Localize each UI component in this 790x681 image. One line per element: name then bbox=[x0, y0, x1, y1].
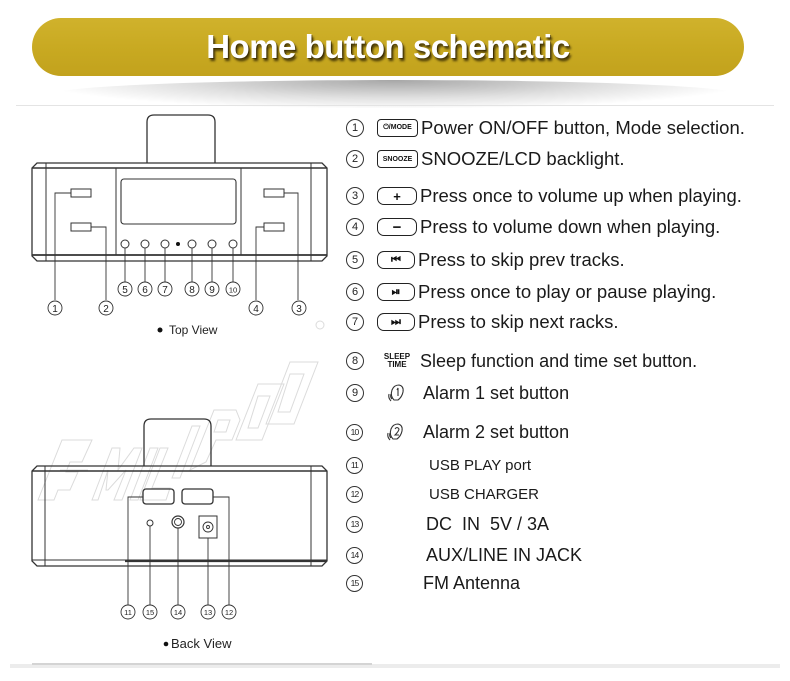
callout-9: 9 bbox=[209, 285, 215, 296]
button-legend: 1 ⏻/MODE Power ON/OFF button, Mode selec… bbox=[346, 0, 790, 676]
item-description: FM Antenna bbox=[423, 572, 521, 593]
item-number: 15 bbox=[346, 574, 363, 592]
footer-divider-accent bbox=[32, 663, 372, 665]
device-diagram: 1 2 4 3 5 6 7 8 9 10 bbox=[0, 0, 340, 676]
callout-5: 5 bbox=[122, 285, 128, 296]
legend-item-9: 9 Alarm 1 set button bbox=[346, 381, 569, 405]
legend-item-7: 7 ⏭ Press to skip next racks. bbox=[346, 310, 618, 334]
item-description: AUX/LINE IN JACK bbox=[426, 544, 583, 565]
legend-item-8: 8 SLEEP TIME Sleep function and time set… bbox=[346, 349, 697, 373]
item-description: Press to skip prev tracks. bbox=[418, 249, 625, 270]
skip-previous-icon: ⏮ bbox=[377, 251, 415, 269]
footer-divider bbox=[10, 664, 780, 668]
callout-13: 13 bbox=[204, 608, 212, 617]
item-number: 7 bbox=[346, 313, 364, 331]
callout-7: 7 bbox=[162, 285, 168, 296]
item-description: DC IN 5V / 3A bbox=[426, 513, 550, 534]
callout-3: 3 bbox=[296, 304, 302, 315]
legend-item-13: 13 DC IN 5V / 3A bbox=[346, 512, 549, 536]
sleep-time-icon: SLEEP TIME bbox=[377, 353, 417, 369]
power-mode-icon: ⏻/MODE bbox=[377, 119, 418, 137]
item-number: 10 bbox=[346, 423, 363, 441]
callout-10: 10 bbox=[229, 286, 237, 295]
alarm-1-icon bbox=[382, 382, 412, 404]
top-view-drawing bbox=[31, 114, 328, 300]
callout-11: 11 bbox=[124, 608, 132, 617]
legend-item-12: 12 USB CHARGER bbox=[346, 482, 539, 506]
item-number: 2 bbox=[346, 150, 364, 168]
snooze-icon: SNOOZE bbox=[377, 150, 418, 168]
legend-item-5: 5 ⏮ Press to skip prev tracks. bbox=[346, 248, 625, 272]
divider bbox=[16, 105, 774, 106]
item-description: Power ON/OFF button, Mode selection. bbox=[421, 117, 745, 138]
back-view-drawing bbox=[31, 418, 328, 605]
minus-icon: − bbox=[377, 218, 417, 236]
legend-item-10: 10 Alarm 2 set button bbox=[346, 420, 569, 444]
item-number: 9 bbox=[346, 384, 364, 402]
back-view-label: Back View bbox=[171, 636, 232, 651]
top-view-label: Top View bbox=[169, 323, 218, 337]
item-description: Sleep function and time set button. bbox=[420, 350, 698, 371]
callout-12: 12 bbox=[225, 608, 233, 617]
item-number: 6 bbox=[346, 283, 364, 301]
item-number: 4 bbox=[346, 218, 364, 236]
item-description: Press to volume down when playing. bbox=[420, 216, 721, 237]
sleep-label: SLEEP bbox=[383, 352, 411, 361]
item-description: Press once to play or pause playing. bbox=[418, 281, 717, 302]
item-number: 8 bbox=[346, 352, 364, 370]
item-number: 11 bbox=[346, 456, 363, 474]
legend-item-1: 1 ⏻/MODE Power ON/OFF button, Mode selec… bbox=[346, 116, 745, 140]
legend-item-4: 4 − Press to volume down when playing. bbox=[346, 215, 720, 239]
item-description: Alarm 1 set button bbox=[423, 382, 570, 403]
device-schematic-drawing: 1 2 4 3 5 6 7 8 9 10 bbox=[31, 114, 328, 647]
item-number: 1 bbox=[346, 119, 364, 137]
legend-item-2: 2 SNOOZE SNOOZE/LCD backlight. bbox=[346, 147, 625, 171]
time-label: TIME bbox=[387, 360, 407, 369]
callout-4: 4 bbox=[253, 304, 259, 315]
callout-8: 8 bbox=[189, 285, 195, 296]
legend-item-3: 3 + Press once to volume up when playing… bbox=[346, 184, 742, 208]
plus-icon: + bbox=[377, 187, 417, 205]
page-title: Home button schematic bbox=[206, 28, 570, 65]
item-description: Press once to volume up when playing. bbox=[420, 185, 742, 206]
item-number: 14 bbox=[346, 546, 363, 564]
top-view-callouts: 1 2 4 3 5 6 7 8 9 10 bbox=[47, 281, 307, 316]
item-description: USB PLAY port bbox=[429, 456, 531, 474]
back-view-callouts: 11 15 14 13 12 bbox=[120, 604, 237, 620]
title-banner: Home button schematic bbox=[32, 18, 744, 76]
callout-15: 15 bbox=[146, 608, 154, 617]
item-description: Press to skip next racks. bbox=[418, 311, 619, 332]
callout-1: 1 bbox=[52, 304, 58, 315]
item-number: 3 bbox=[346, 187, 364, 205]
play-pause-icon: ⏯ bbox=[377, 283, 415, 301]
banner-shadow bbox=[55, 80, 735, 108]
legend-item-14: 14 AUX/LINE IN JACK bbox=[346, 543, 582, 567]
item-number: 5 bbox=[346, 251, 364, 269]
item-description: USB CHARGER bbox=[429, 485, 540, 503]
item-number: 13 bbox=[346, 515, 363, 533]
callout-2: 2 bbox=[103, 304, 109, 315]
legend-item-11: 11 USB PLAY port bbox=[346, 453, 531, 477]
item-number: 12 bbox=[346, 485, 363, 503]
item-description: SNOOZE/LCD backlight. bbox=[421, 148, 625, 169]
watermark-logo bbox=[37, 320, 325, 501]
item-description: Alarm 2 set button bbox=[423, 421, 570, 442]
legend-item-15: 15 FM Antenna bbox=[346, 571, 520, 595]
callout-14: 14 bbox=[174, 608, 182, 617]
skip-next-icon: ⏭ bbox=[377, 313, 415, 331]
alarm-2-icon bbox=[381, 421, 411, 443]
legend-item-6: 6 ⏯ Press once to play or pause playing. bbox=[346, 280, 716, 304]
callout-6: 6 bbox=[142, 285, 148, 296]
